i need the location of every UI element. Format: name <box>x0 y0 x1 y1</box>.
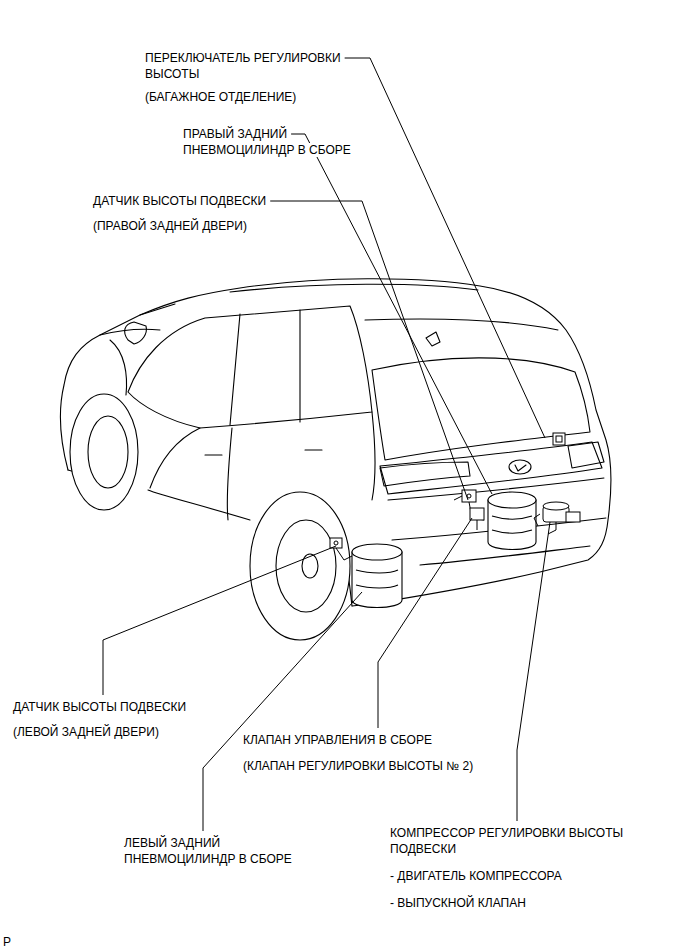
part-label: ПРАВЫЙ ЗАДНИЙ ПНЕВМОЦИЛИНДР В СБОРЕ <box>183 126 368 158</box>
part-label: - ВЫПУСКНОЙ КЛАПАН <box>390 895 640 911</box>
front-wheel-part <box>70 394 138 510</box>
label-text: P <box>3 935 11 949</box>
rear-wheel-part <box>250 492 350 640</box>
left-air-cylinder-part <box>352 544 402 560</box>
car-body-part <box>205 450 322 455</box>
front-wheel <box>70 394 138 510</box>
leader-line <box>517 522 550 821</box>
label-text: ПРАВЫЙ ЗАДНИЙ ПНЕВМОЦИЛИНДР В СБОРЕ <box>183 127 351 157</box>
compressor-part <box>566 512 580 522</box>
control-valve <box>470 508 484 530</box>
part-label: (ПРАВОЙ ЗАДНЕЙ ДВЕРИ) <box>93 218 323 234</box>
car-body-part <box>230 310 300 425</box>
left-height-sensor-part <box>336 548 352 560</box>
label-text: ДАТЧИК ВЫСОТЫ ПОДВЕСКИ <box>93 194 266 208</box>
label-text: ДАТЧИК ВЫСОТЫ ПОДВЕСКИ <box>13 700 186 714</box>
right-air-cylinder <box>488 492 536 550</box>
car-body-part <box>125 322 147 344</box>
leader-lines <box>103 58 550 831</box>
compressor <box>534 502 580 534</box>
car-body-part <box>365 319 590 460</box>
car-body-part <box>150 412 375 520</box>
compressor-part <box>543 502 569 510</box>
label-text: ЛЕВЫЙ ЗАДНИЙ ПНЕВМОЦИЛИНДР В СБОРЕ <box>124 836 292 866</box>
left-air-cylinder <box>352 544 402 608</box>
part-label: КЛАПАН УПРАВЛЕНИЯ В СБОРЕ <box>243 732 503 748</box>
part-label: (ЛЕВОЙ ЗАДНЕЙ ДВЕРИ) <box>13 724 243 740</box>
height-switch <box>553 433 565 445</box>
car-body-part <box>426 332 440 346</box>
leader-line <box>378 518 472 728</box>
car-body-part <box>568 442 604 468</box>
part-label: - ДВИГАТЕЛЬ КОМПРЕССОРА <box>390 868 640 884</box>
label-text: (БАГАЖНОЕ ОТДЕЛЕНИЕ) <box>145 90 296 104</box>
car-body-part <box>128 306 372 428</box>
left-height-sensor <box>330 538 352 560</box>
part-label: P <box>3 934 23 950</box>
label-text: (ПРАВОЙ ЗАДНЕЙ ДВЕРИ) <box>93 219 247 233</box>
car-body-part <box>230 284 478 292</box>
leader-line <box>291 134 492 494</box>
part-label: ДАТЧИК ВЫСОТЫ ПОДВЕСКИ <box>93 193 323 209</box>
part-label: ДАТЧИК ВЫСОТЫ ПОДВЕСКИ <box>13 699 243 715</box>
leader-line <box>270 201 468 500</box>
label-text: КОМПРЕССОР РЕГУЛИРОВКИ ВЫСОТЫ ПОДВЕСКИ <box>390 826 623 856</box>
right-height-sensor-part <box>462 490 476 502</box>
leader-line <box>203 592 362 831</box>
label-text: - ВЫПУСКНОЙ КЛАПАН <box>390 896 526 910</box>
part-label: (КЛАПАН РЕГУЛИРОВКИ ВЫСОТЫ № 2) <box>243 758 523 774</box>
left-height-sensor-part <box>334 541 338 545</box>
part-label: ПЕРЕКЛЮЧАТЕЛЬ РЕГУЛИРОВКИ ВЫСОТЫ <box>145 50 360 82</box>
car-body-part <box>509 460 531 474</box>
rear-wheel-part <box>302 554 318 578</box>
car-body-part <box>388 478 606 565</box>
leader-line <box>103 546 336 695</box>
part-label: ЛЕВЫЙ ЗАДНИЙ ПНЕВМОЦИЛИНДР В СБОРЕ <box>124 835 309 867</box>
label-text: (КЛАПАН РЕГУЛИРОВКИ ВЫСОТЫ № 2) <box>243 759 473 773</box>
car-body-part <box>100 304 175 395</box>
control-valve-part <box>477 520 478 530</box>
right-height-sensor <box>454 490 484 520</box>
rear-wheel-part <box>276 520 336 612</box>
leader-line <box>345 58 545 438</box>
left-air-cylinder-part <box>356 570 398 588</box>
part-label: КОМПРЕССОР РЕГУЛИРОВКИ ВЫСОТЫ ПОДВЕСКИ <box>390 825 655 857</box>
right-height-sensor-part <box>454 496 484 520</box>
label-text: (ЛЕВОЙ ЗАДНЕЙ ДВЕРИ) <box>13 725 159 739</box>
label-text: КЛАПАН УПРАВЛЕНИЯ В СБОРЕ <box>243 733 432 747</box>
car-body-part <box>515 465 526 471</box>
height-switch-part <box>556 436 562 442</box>
part-label: (БАГАЖНОЕ ОТДЕЛЕНИЕ) <box>145 89 395 105</box>
right-air-cylinder-part <box>492 516 532 533</box>
height-switch-part <box>553 433 565 445</box>
rear-wheel <box>250 492 350 640</box>
label-text: ПЕРЕКЛЮЧАТЕЛЬ РЕГУЛИРОВКИ ВЫСОТЫ <box>145 51 341 81</box>
car-body-part <box>380 462 470 486</box>
right-air-cylinder-part <box>488 492 536 508</box>
front-wheel-part <box>88 416 128 488</box>
label-text: - ДВИГАТЕЛЬ КОМПРЕССОРА <box>390 869 562 883</box>
compressor-part <box>534 514 556 534</box>
